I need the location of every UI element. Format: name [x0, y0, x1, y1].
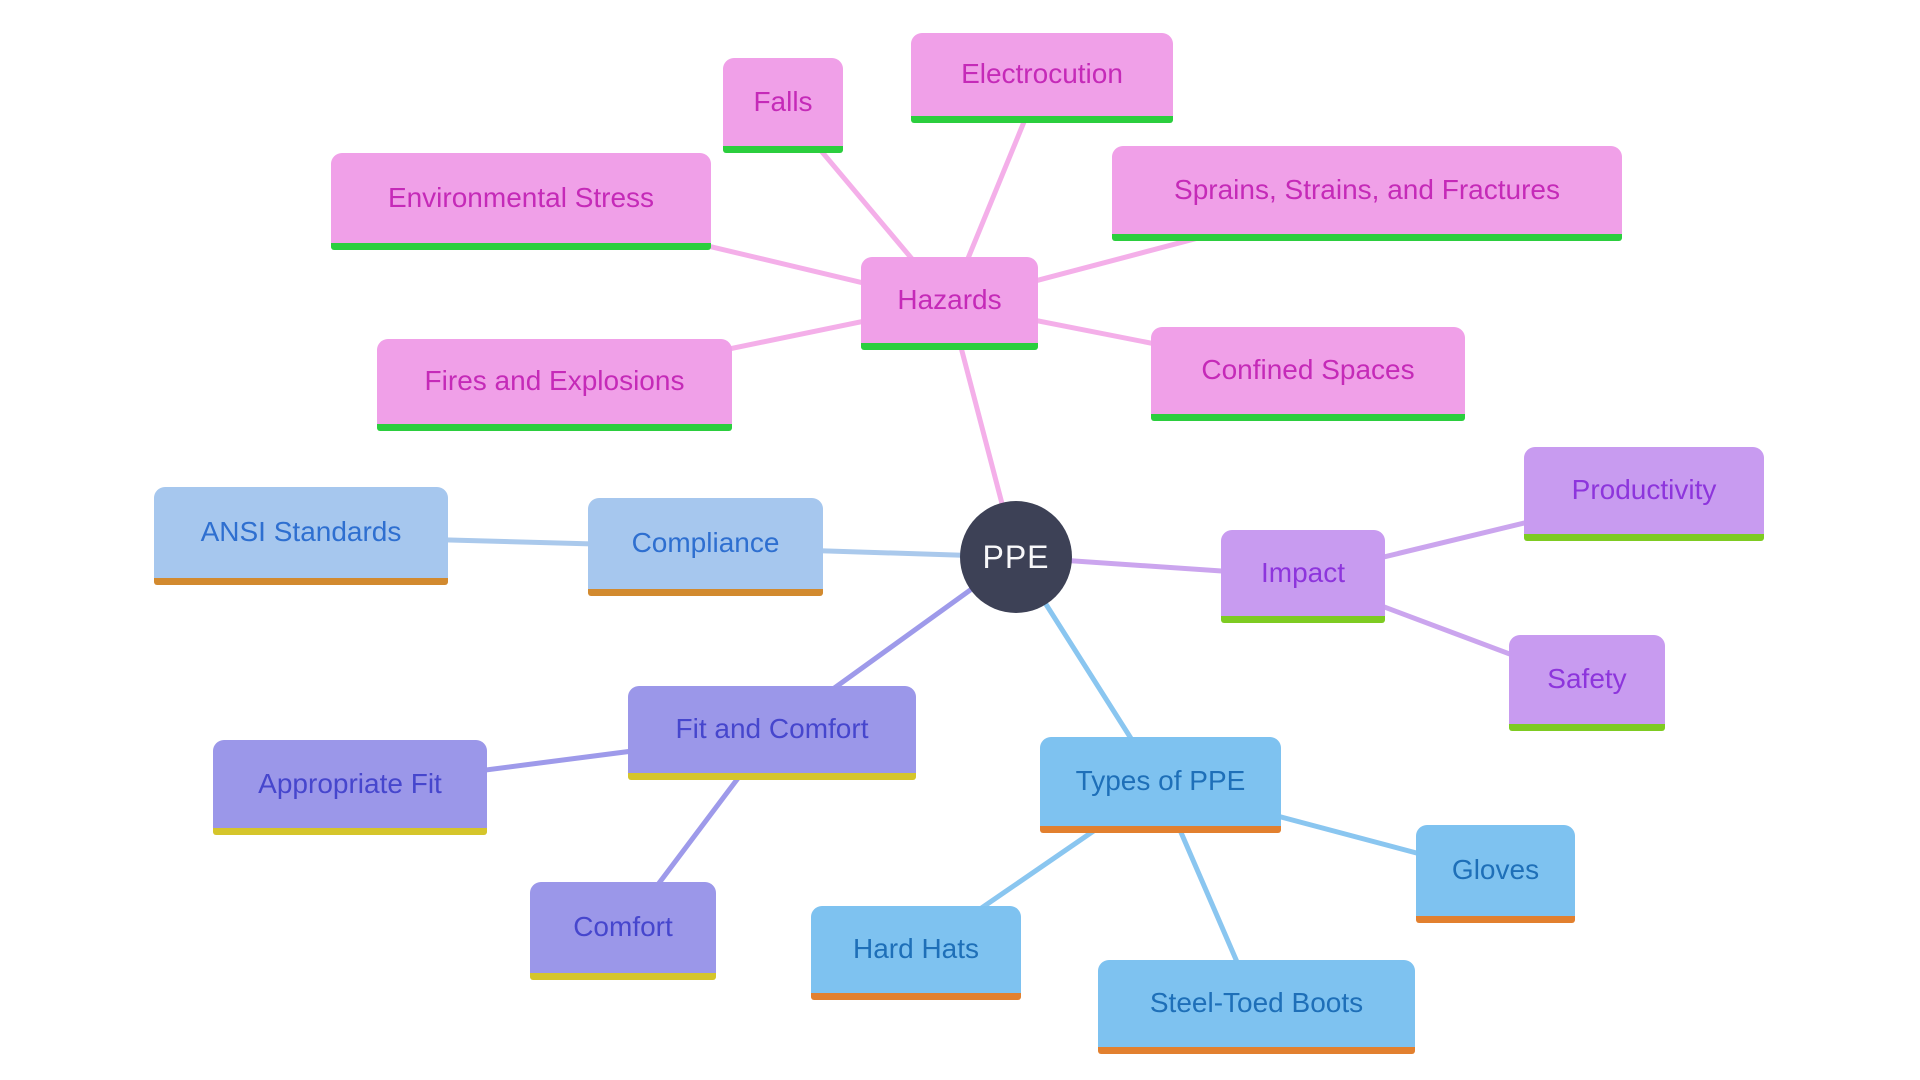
node-label-hard-hats: Hard Hats: [852, 933, 980, 965]
node-sprains-strains-and-fractures[interactable]: Sprains, Strains, and Fractures: [1112, 146, 1622, 241]
node-label-appropriate-fit: Appropriate Fit: [258, 767, 442, 799]
node-compliance[interactable]: Compliance: [588, 498, 823, 596]
node-label-sprains-strains-and-fractures: Sprains, Strains, and Fractures: [1174, 173, 1560, 205]
node-label-impact: Impact: [1260, 556, 1346, 588]
node-safety[interactable]: Safety: [1509, 635, 1665, 731]
node-productivity[interactable]: Productivity: [1524, 447, 1764, 541]
node-label-confined-spaces: Confined Spaces: [1201, 354, 1415, 386]
node-comfort[interactable]: Comfort: [530, 882, 716, 980]
node-hard-hats[interactable]: Hard Hats: [811, 906, 1021, 1000]
node-hazards[interactable]: Hazards: [861, 257, 1038, 350]
node-label-fires-and-explosions: Fires and Explosions: [424, 365, 685, 397]
node-label-types-of-ppe: Types of PPE: [1075, 765, 1246, 797]
node-fit-and-comfort[interactable]: Fit and Comfort: [628, 686, 916, 780]
node-impact[interactable]: Impact: [1221, 530, 1385, 623]
node-gloves[interactable]: Gloves: [1416, 825, 1575, 923]
node-falls[interactable]: Falls: [723, 58, 843, 153]
node-steel-toed-boots[interactable]: Steel-Toed Boots: [1098, 960, 1415, 1054]
node-appropriate-fit[interactable]: Appropriate Fit: [213, 740, 487, 835]
node-label-productivity: Productivity: [1571, 474, 1717, 506]
node-label-ansi-standards: ANSI Standards: [200, 516, 402, 548]
node-ansi-standards[interactable]: ANSI Standards: [154, 487, 448, 585]
node-confined-spaces[interactable]: Confined Spaces: [1151, 327, 1465, 421]
node-label-compliance: Compliance: [631, 527, 780, 559]
node-label-gloves: Gloves: [1451, 854, 1540, 886]
node-environmental-stress[interactable]: Environmental Stress: [331, 153, 711, 250]
node-label-ppe: PPE: [982, 538, 1050, 575]
node-label-hazards: Hazards: [897, 283, 1002, 315]
node-electrocution[interactable]: Electrocution: [911, 33, 1173, 123]
node-label-safety: Safety: [1547, 663, 1627, 695]
node-label-fit-and-comfort: Fit and Comfort: [675, 713, 869, 745]
node-label-environmental-stress: Environmental Stress: [387, 181, 655, 213]
node-ppe[interactable]: PPE: [960, 501, 1072, 613]
node-types-of-ppe[interactable]: Types of PPE: [1040, 737, 1281, 833]
node-label-electrocution: Electrocution: [961, 58, 1123, 90]
node-label-steel-toed-boots: Steel-Toed Boots: [1149, 987, 1364, 1019]
node-fires-and-explosions[interactable]: Fires and Explosions: [377, 339, 732, 431]
node-label-falls: Falls: [753, 85, 813, 117]
node-label-comfort: Comfort: [573, 911, 673, 943]
